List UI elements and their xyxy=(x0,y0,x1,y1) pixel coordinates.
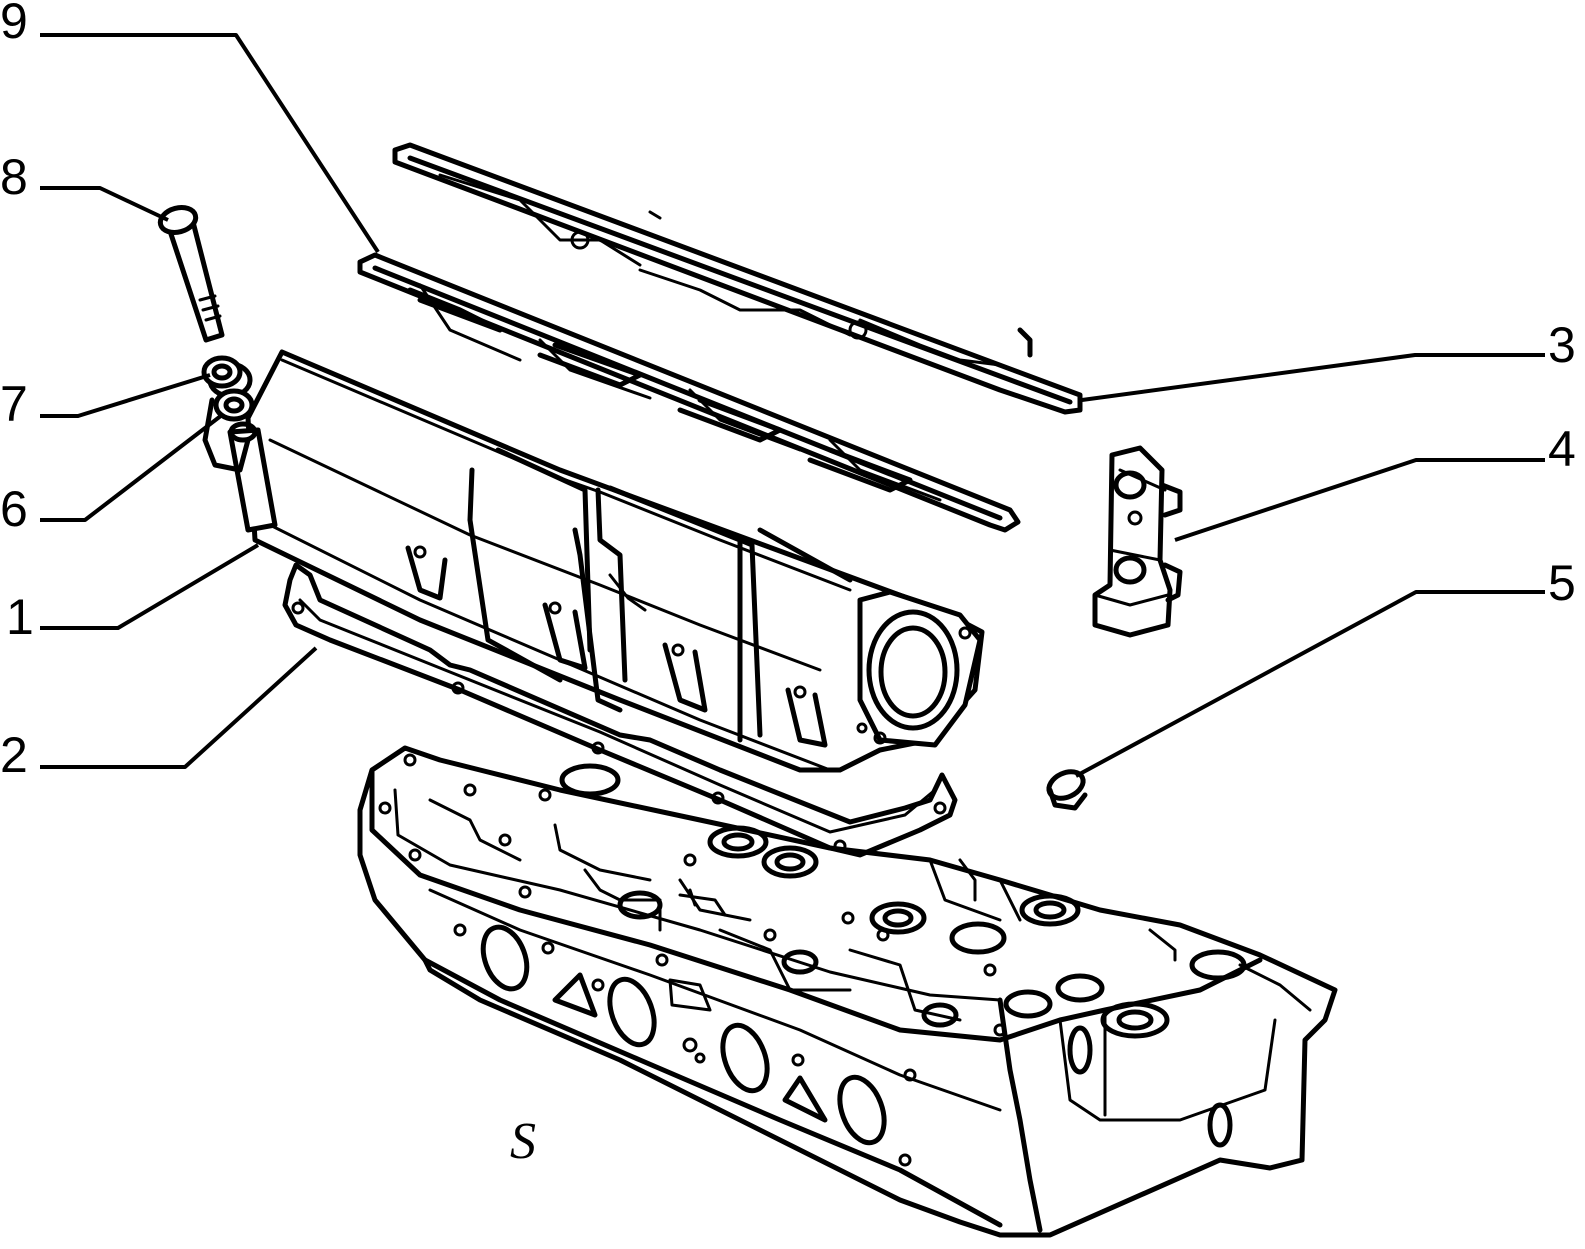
leader-line-4 xyxy=(1174,458,1545,542)
leader-line-2 xyxy=(40,646,318,769)
sheet-code-label: S xyxy=(510,1113,536,1170)
plug-drawing xyxy=(1046,769,1088,811)
leader-line-3 xyxy=(1081,353,1545,402)
leader-line-8 xyxy=(40,186,169,222)
callout-5: 5 xyxy=(1548,555,1576,611)
head-cover-drawing xyxy=(202,349,985,773)
leader-line-9 xyxy=(40,33,380,254)
leader-line-5 xyxy=(1075,590,1545,778)
callout-4: 4 xyxy=(1548,421,1576,477)
callout-2: 2 xyxy=(0,727,28,783)
bolt-drawing xyxy=(157,205,225,343)
gasket-9-drawing xyxy=(357,252,1021,533)
callout-3: 3 xyxy=(1548,317,1576,373)
callout-6: 6 xyxy=(0,481,28,537)
washer-6-drawing xyxy=(213,388,255,422)
cylinder-head-drawing xyxy=(357,745,1338,1238)
cover-gasket-drawing xyxy=(282,562,958,858)
leader-line-7 xyxy=(40,373,211,418)
callout-7: 7 xyxy=(0,376,28,432)
leader-line-6 xyxy=(40,413,224,522)
bracket-drawing xyxy=(1092,445,1183,638)
callout-8: 8 xyxy=(0,149,28,205)
callout-1: 1 xyxy=(6,589,34,645)
washer-7-drawing xyxy=(201,355,243,389)
gasket-3-drawing xyxy=(392,142,1083,415)
callout-9: 9 xyxy=(0,0,28,49)
leader-line-1 xyxy=(40,543,260,630)
